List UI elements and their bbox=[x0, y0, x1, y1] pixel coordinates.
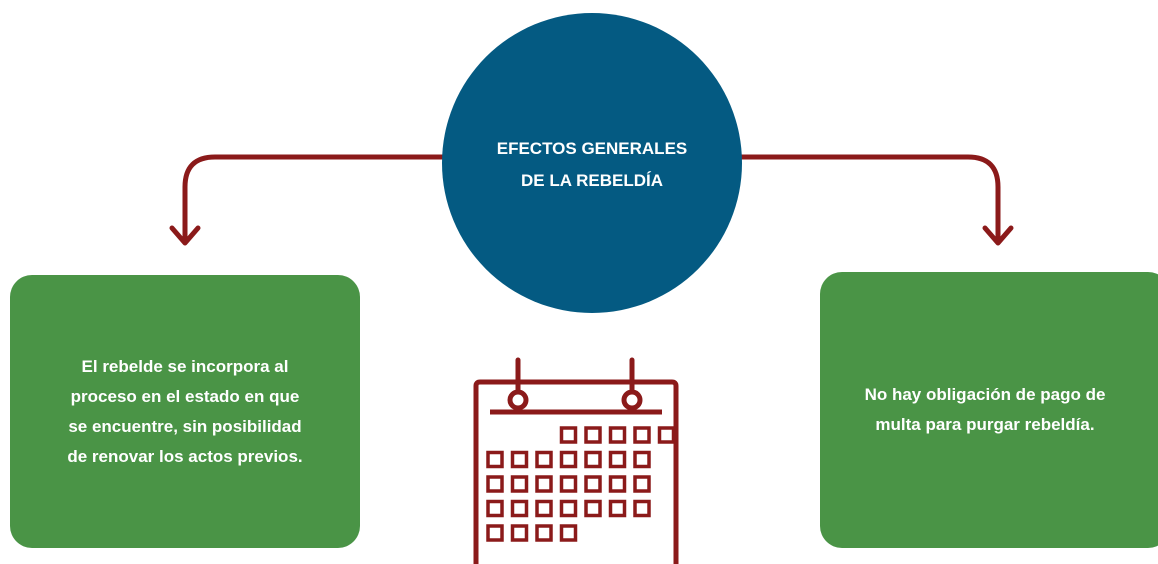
calendar-day-square bbox=[608, 475, 627, 493]
center-circle: EFECTOS GENERALES DE LA REBELDÍA bbox=[442, 13, 742, 313]
calendar-day-square bbox=[584, 499, 602, 518]
calendar-day-square bbox=[584, 475, 602, 493]
calendar-day-square bbox=[608, 499, 627, 518]
calendar-day-square bbox=[559, 499, 578, 518]
calendar-day-square bbox=[486, 450, 504, 469]
calendar-icon bbox=[473, 357, 679, 564]
calendar-day-square bbox=[510, 450, 529, 469]
calendar-day-square bbox=[633, 499, 651, 518]
calendar-day-square bbox=[559, 450, 578, 469]
calendar-day-square bbox=[486, 524, 504, 542]
right-arrow-icon bbox=[982, 225, 1014, 246]
left-effect-box: El rebelde se incorpora al proceso en el… bbox=[10, 275, 360, 548]
calendar-day-square bbox=[608, 426, 627, 444]
calendar-day-square bbox=[510, 499, 529, 518]
calendar-day-square bbox=[535, 475, 553, 493]
calendar-day-square bbox=[486, 475, 504, 493]
calendar-day-square bbox=[510, 524, 529, 542]
center-title: EFECTOS GENERALES DE LA REBELDÍA bbox=[496, 139, 688, 190]
calendar-day-square bbox=[559, 475, 578, 493]
calendar-day-square bbox=[535, 499, 553, 518]
calendar-day-square bbox=[584, 426, 602, 444]
calendar-day-square bbox=[535, 450, 553, 469]
calendar-day-square bbox=[510, 475, 529, 493]
calendar-day-square bbox=[633, 450, 651, 469]
calendar-day-square bbox=[633, 475, 651, 493]
left-connector-line bbox=[182, 154, 458, 243]
calendar-day-square bbox=[584, 450, 602, 469]
calendar-day-square bbox=[535, 524, 553, 542]
left-effect-text: El rebelde se incorpora al proceso en el… bbox=[67, 356, 303, 466]
right-connector-line bbox=[727, 154, 1001, 243]
right-effect-box: No hay obligación de pago de multa para … bbox=[820, 272, 1158, 548]
calendar-day-square bbox=[486, 499, 504, 518]
right-effect-text: No hay obligación de pago de multa para … bbox=[864, 385, 1106, 434]
left-arrow-icon bbox=[169, 225, 201, 246]
calendar-day-square bbox=[608, 450, 627, 469]
calendar-day-square bbox=[657, 426, 676, 444]
calendar-day-square bbox=[633, 426, 651, 444]
calendar-day-square bbox=[559, 426, 578, 444]
calendar-day-square bbox=[559, 524, 578, 542]
